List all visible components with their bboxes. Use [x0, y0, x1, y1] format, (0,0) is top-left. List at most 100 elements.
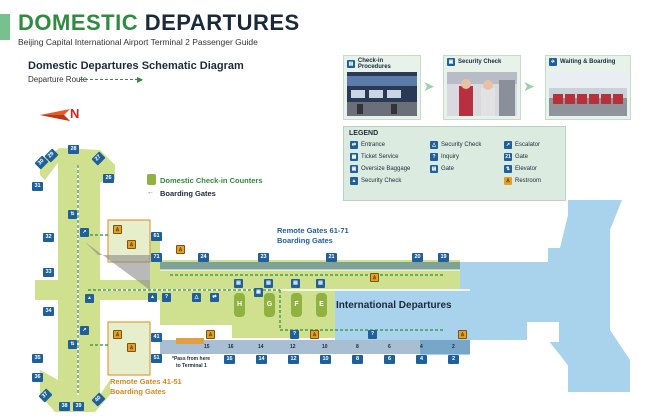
- gate-2[interactable]: 2: [448, 355, 459, 364]
- restroom-icon: ♙: [127, 343, 136, 352]
- security-check-icon: △: [430, 141, 438, 149]
- gate-24[interactable]: 24: [198, 253, 209, 262]
- security-check-icon: ▲: [148, 293, 157, 302]
- gate-19[interactable]: 19: [438, 253, 449, 262]
- gate-39[interactable]: 39: [73, 402, 84, 411]
- gate-10[interactable]: 10: [320, 355, 331, 364]
- procedure-boarding: ✈ Waiting & Boarding: [545, 55, 631, 120]
- legend-security-check-1: ▲Security Check: [350, 177, 402, 185]
- legend-title: LEGEND: [349, 130, 379, 137]
- gate-2-label: 2: [452, 344, 455, 350]
- restroom-icon: ♙: [127, 240, 136, 249]
- gate-28[interactable]: 28: [68, 145, 79, 154]
- gate-15-label: 15: [204, 344, 210, 350]
- page-header: DOMESTIC DEPARTURES Beijing Capital Inte…: [18, 10, 300, 47]
- gate-33[interactable]: 33: [43, 268, 54, 277]
- gate-61[interactable]: 61: [151, 232, 162, 241]
- gate-38[interactable]: 38: [59, 402, 70, 411]
- oversize-baggage-icon: ▣: [350, 165, 358, 173]
- gate-21[interactable]: 21: [326, 253, 337, 262]
- inquiry-icon: ?: [368, 330, 377, 339]
- boarding-icon: ✈: [549, 58, 557, 66]
- escalator-icon: ↗: [80, 228, 89, 237]
- gate-26[interactable]: 26: [103, 174, 114, 183]
- inquiry-icon: ?: [430, 153, 438, 161]
- checkin-counter-f[interactable]: F: [291, 293, 302, 317]
- restroom-icon: ♙: [504, 177, 512, 185]
- remote-41-51-sub-label: Boarding Gates: [110, 387, 166, 396]
- route-legend-label: Departure Route: [28, 75, 88, 84]
- checkin-photo: [347, 72, 417, 116]
- legend-inquiry: ?Inquiry: [430, 153, 459, 161]
- gate-icon: ▤: [316, 279, 325, 288]
- north-arrow-icon: [40, 109, 70, 121]
- gate-12-label: 12: [290, 344, 296, 350]
- gate-icon: ▤: [291, 279, 300, 288]
- entrance-icon: ⇄: [210, 293, 219, 302]
- security-check-icon: ▣: [447, 58, 455, 66]
- boarding-photo: [549, 72, 627, 116]
- gate-16[interactable]: 16: [224, 355, 235, 364]
- gate-number-icon: 21: [504, 153, 512, 161]
- checkin-counter-g[interactable]: G: [264, 293, 275, 317]
- gate-10-label: 10: [322, 344, 328, 350]
- oversize-baggage-icon: ▣: [254, 288, 263, 297]
- legend-oversize-baggage: ▣Oversize Baggage: [350, 165, 411, 173]
- restroom-icon: ♙: [370, 273, 379, 282]
- gate-23[interactable]: 23: [258, 253, 269, 262]
- boarding-gates-label: Boarding Gates: [160, 189, 216, 198]
- page-title: DOMESTIC DEPARTURES: [18, 10, 300, 36]
- remote-61-71-label: Remote Gates 61-71: [277, 226, 349, 235]
- inquiry-icon: ?: [290, 330, 299, 339]
- security-check-icon: ▲: [350, 177, 358, 185]
- restroom-icon: ♙: [176, 245, 185, 254]
- procedure-checkin-label: Check-in Procedures: [357, 58, 391, 70]
- pass-terminal1-sub-label: to Terminal 1: [176, 363, 207, 369]
- gate-34[interactable]: 34: [43, 307, 54, 316]
- gate-31[interactable]: 31: [32, 182, 43, 191]
- elevator-icon: ⇅: [68, 210, 77, 219]
- entrance-icon: ⇄: [350, 141, 358, 149]
- gate-20[interactable]: 20: [412, 253, 423, 262]
- checkin-counter-e[interactable]: E: [316, 293, 327, 317]
- gate-71[interactable]: 71: [151, 253, 162, 262]
- gate-8-label: 8: [356, 344, 359, 350]
- gate-14[interactable]: 14: [256, 355, 267, 364]
- legend-ticket-service: ▦Ticket Service: [350, 153, 399, 161]
- procedure-security-header: ▣ Security Check: [444, 56, 520, 68]
- remote-61-71-sub-label: Boarding Gates: [277, 236, 333, 245]
- security-check-icon: ▲: [85, 294, 94, 303]
- procedure-boarding-header: ✈ Waiting & Boarding: [546, 56, 630, 68]
- gate-36[interactable]: 36: [32, 373, 43, 382]
- gate-41[interactable]: 41: [151, 333, 162, 342]
- north-label: N: [70, 106, 80, 121]
- gate-4[interactable]: 4: [416, 355, 427, 364]
- gate-14-label: 14: [258, 344, 264, 350]
- international-departures-label: International Departures: [336, 300, 452, 311]
- legend-restroom: ♙Restroom: [504, 177, 542, 185]
- page-subtitle: Beijing Capital International Airport Te…: [18, 37, 258, 47]
- legend-escalator: ↗Escalator: [504, 141, 541, 149]
- restroom-icon: ♙: [310, 330, 319, 339]
- procedure-checkin-header: ▤ Check-in Procedures: [344, 56, 420, 72]
- procedure-security-label: Security Check: [458, 59, 502, 65]
- diagram-title: Domestic Departures Schematic Diagram: [28, 60, 244, 72]
- legend-elevator: ⇅Elevator: [504, 165, 538, 173]
- legend-entrance: ⇄Entrance: [350, 141, 386, 149]
- restroom-icon: ♙: [458, 330, 467, 339]
- boarding-gates-arrow-icon: ←: [147, 189, 154, 196]
- gate-4-label: 4: [420, 344, 423, 350]
- gate-51[interactable]: 51: [151, 354, 162, 363]
- security-check-icon: △: [192, 293, 201, 302]
- checkin-counter-h[interactable]: H: [234, 293, 245, 317]
- gate-32[interactable]: 32: [43, 233, 54, 242]
- gate-35[interactable]: 35: [32, 354, 43, 363]
- procedure-boarding-label: Waiting & Boarding: [560, 59, 616, 65]
- gate-8[interactable]: 8: [352, 355, 363, 364]
- restroom-icon: ♙: [113, 225, 122, 234]
- gate-6[interactable]: 6: [384, 355, 395, 364]
- inquiry-icon: ?: [162, 293, 171, 302]
- gate-12[interactable]: 12: [288, 355, 299, 364]
